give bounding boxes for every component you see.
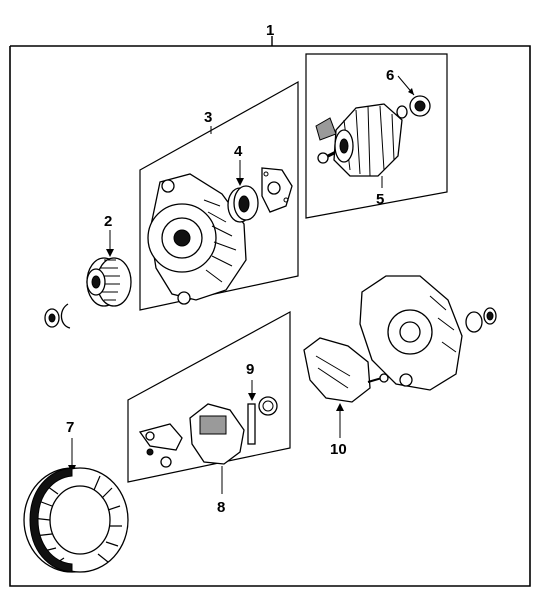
- rotor-icon[interactable]: [315, 103, 403, 177]
- rear-housing-icon[interactable]: [359, 275, 497, 391]
- front-housing-icon[interactable]: [147, 173, 247, 305]
- callout-4[interactable]: 4: [234, 143, 243, 160]
- assembly-frame: [9, 45, 531, 587]
- callout-6[interactable]: 6: [386, 67, 394, 84]
- rotor-bearing-icon[interactable]: [396, 95, 431, 119]
- pulley-nut-icon[interactable]: [44, 303, 71, 329]
- callout-9[interactable]: 9: [246, 361, 254, 378]
- callout-10[interactable]: 10: [330, 441, 347, 458]
- brush-icon[interactable]: [247, 396, 278, 445]
- callout-8[interactable]: 8: [217, 499, 225, 516]
- stator-icon[interactable]: [23, 467, 129, 573]
- bearing-icon[interactable]: [227, 185, 259, 223]
- regulator-assembly-icon[interactable]: [138, 403, 245, 468]
- rotor-box: [305, 53, 448, 219]
- rectifier-icon[interactable]: [303, 337, 389, 403]
- pulley-icon[interactable]: [86, 257, 132, 307]
- front-housing-box: [139, 80, 299, 311]
- callout-5[interactable]: 5: [376, 191, 384, 208]
- callout-1[interactable]: 1: [266, 22, 274, 39]
- callout-7[interactable]: 7: [66, 419, 74, 436]
- callout-3[interactable]: 3: [204, 109, 212, 126]
- callout-2[interactable]: 2: [104, 213, 112, 230]
- retainer-plate-icon[interactable]: [261, 167, 293, 213]
- regulator-box: [127, 310, 291, 483]
